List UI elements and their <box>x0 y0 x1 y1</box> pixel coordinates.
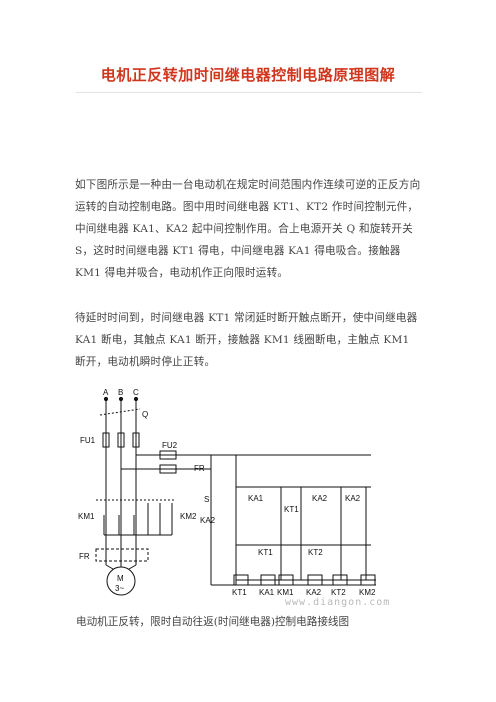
circuit-diagram: A B C Q FU1 FU2 KM1 KM2 FR FR S KA2 KA1 … <box>78 388 376 597</box>
coil-ka1: KA1 <box>259 588 275 597</box>
label-q: Q <box>142 410 148 419</box>
label-km1: KM1 <box>78 512 95 521</box>
coil-ka2: KA2 <box>306 588 322 597</box>
coil-kt1: KT1 <box>232 588 247 597</box>
label-kt1-timer: KT1 <box>258 548 273 557</box>
title-divider <box>76 92 422 93</box>
label-ka2-left: KA2 <box>200 516 216 525</box>
label-s: S <box>204 495 209 504</box>
label-ka1: KA1 <box>248 494 264 503</box>
label-fr-contact: FR <box>194 464 205 473</box>
label-c: C <box>133 388 139 397</box>
paragraph-1: 如下图所示是一种由一台电动机在规定时间范围内作连续可逆的正反方向运转的自动控制电… <box>75 179 421 279</box>
figure-caption: 电动机正反转，限时自动往返(时间继电器)控制电路接线图 <box>76 616 350 628</box>
label-ka2-mid: KA2 <box>312 494 328 503</box>
label-fu2: FU2 <box>162 441 178 450</box>
watermark: www.diangon.com <box>285 597 391 608</box>
coil-kt2: KT2 <box>331 588 346 597</box>
coil-km2: KM2 <box>359 588 376 597</box>
article-title: 电机正反转加时间继电器控制电路原理图解 <box>100 66 396 84</box>
motor-label: M <box>117 574 124 583</box>
label-km2: KM2 <box>180 512 197 521</box>
coil-km1: KM1 <box>277 588 294 597</box>
label-kt1-contact: KT1 <box>284 505 299 514</box>
label-fu1: FU1 <box>80 436 96 445</box>
label-kt2-timer: KT2 <box>308 548 323 557</box>
label-a: A <box>103 388 109 397</box>
motor-phase-label: 3~ <box>115 584 124 593</box>
label-fr-coil: FR <box>79 552 90 561</box>
label-ka2-right: KA2 <box>345 494 361 503</box>
label-b: B <box>118 388 123 397</box>
paragraph-2: 待延时时间到，时间继电器 KT1 常闭延时断开触点断开，使中间继电器 KA1 断… <box>75 312 418 368</box>
